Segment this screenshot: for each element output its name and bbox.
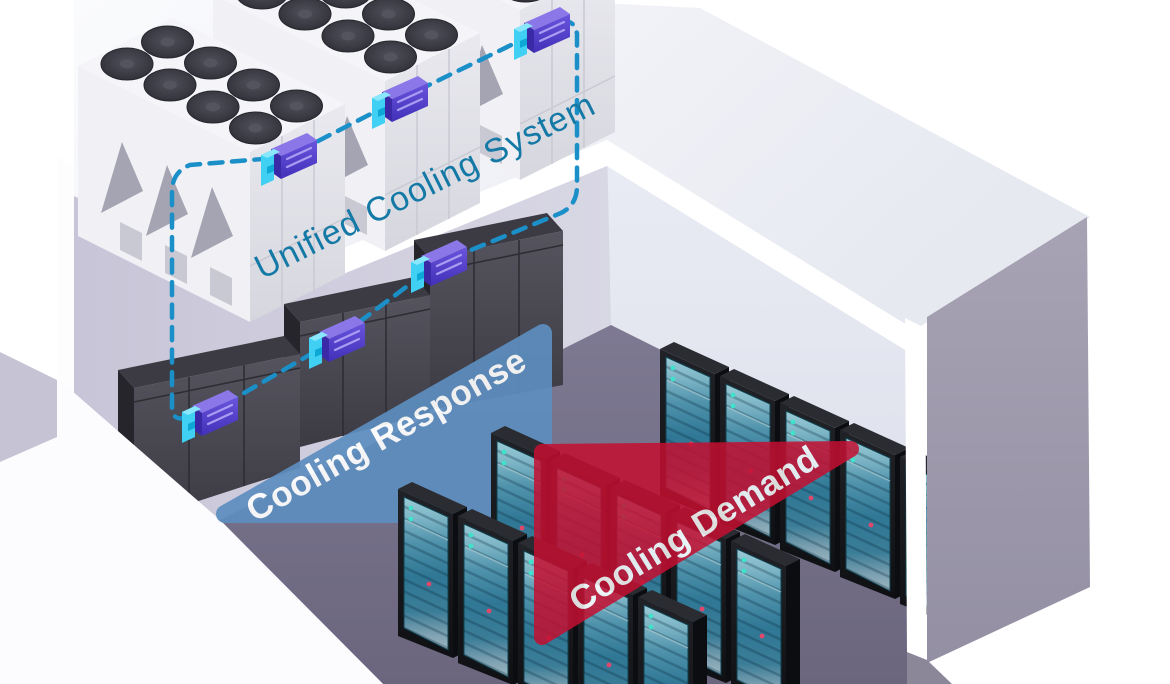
- front-wall-cut: [0, 380, 383, 684]
- right-wall-cut-edge: [905, 318, 927, 663]
- front-wall-stub: [0, 352, 57, 462]
- server-rack: [730, 533, 801, 684]
- right-wall-outer: [927, 217, 1090, 663]
- right-wall-base: [907, 652, 952, 684]
- server-rack: [397, 481, 468, 659]
- left-wall-cut-edge: [57, 157, 74, 440]
- server-rack: [457, 508, 528, 684]
